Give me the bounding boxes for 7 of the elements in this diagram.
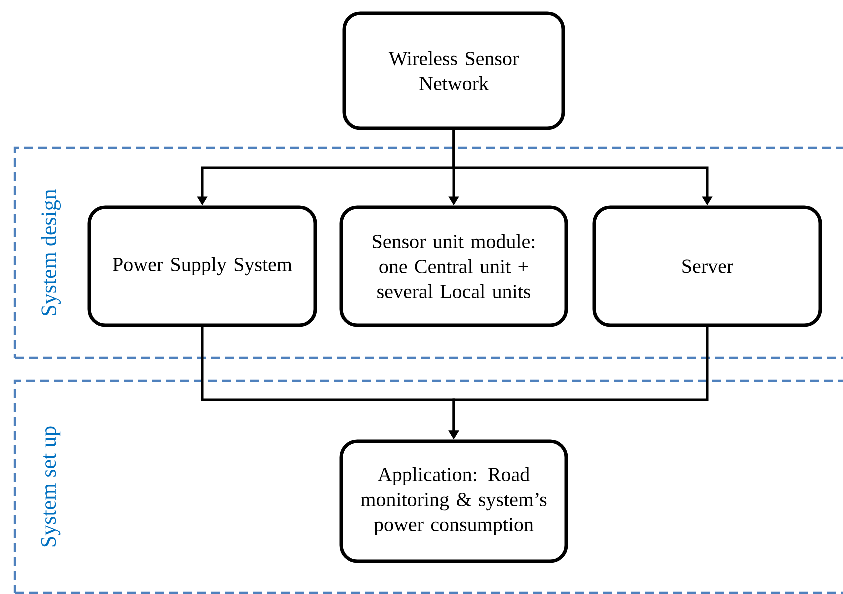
process-box: Application: Road monitoring & system’s power consumption xyxy=(340,440,568,564)
process-box: Server xyxy=(592,206,822,328)
process-box: Wireless Sensor Network xyxy=(342,12,566,130)
process-box: Sensor unit module: one Central unit + several Local units xyxy=(340,206,568,328)
band-heading: System set up xyxy=(41,426,61,547)
process-box: Power Supply System xyxy=(88,206,318,328)
band-heading: System design xyxy=(41,189,62,316)
